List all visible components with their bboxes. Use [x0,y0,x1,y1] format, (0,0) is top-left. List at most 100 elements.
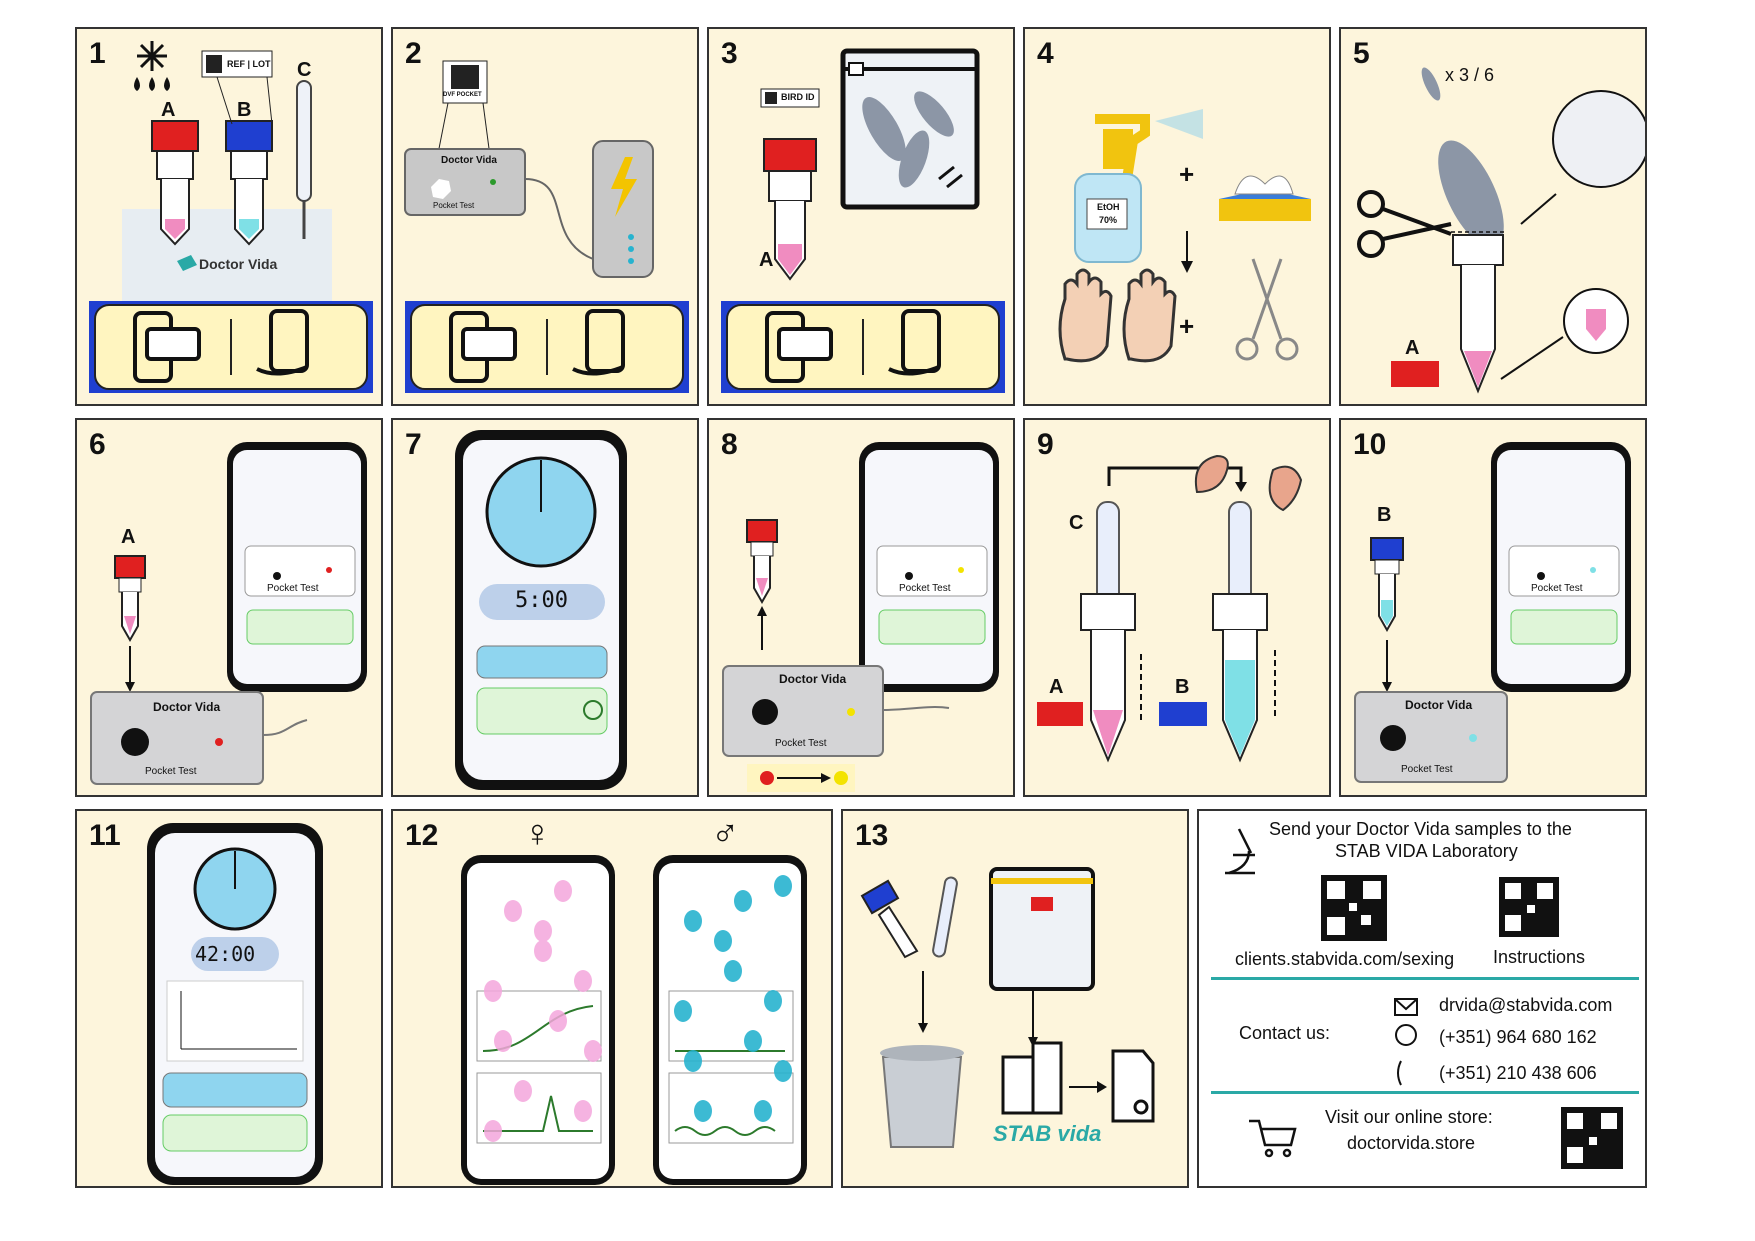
step-7-illustration [455,430,627,790]
step-10-panel: 10 B Doctor Vida Pocket Test Pocket Test [1339,418,1647,797]
qr-caption: clients.stabvida.com/sexing [1235,949,1455,969]
step-2-panel: 2 DVF POCKET Doctor Vida Pocket Test [391,27,699,406]
label-b: B [237,99,252,121]
dvf-pocket-tag: DVF POCKET [443,92,482,98]
keyboard-phone-icon [133,311,201,383]
plus-sign: + [1179,311,1195,341]
divider [1211,977,1639,980]
step-number: 10 [1353,428,1387,461]
device-brand: Doctor Vida [779,672,847,686]
device-brand: Doctor Vida [1405,698,1473,712]
step-number: 12 [405,819,439,852]
contact-info-panel: Send your Doctor Vida samples to the STA… [1197,809,1647,1188]
snowflake-icon [137,41,167,71]
screen-label: Pocket Test [1531,583,1583,594]
scissors-icon [1357,190,1452,258]
device-label: Pocket Test [145,766,197,777]
pocket-device [404,148,526,216]
building-icon [1001,1041,1063,1115]
ref-lot-tag: REF | LOT [227,59,271,69]
bottle-label: 70% [1099,215,1118,225]
step-number: 4 [1037,37,1054,70]
tube-stand [122,209,332,309]
feather-icon [1438,140,1504,248]
store-label: Visit our online store: [1325,1107,1493,1127]
step-9-illustration [1037,454,1303,763]
step-number: 9 [1037,428,1054,461]
qr-scan-phone-icon [572,309,625,376]
feather-icon [1421,67,1441,101]
screen-label: Pocket Test [899,583,951,594]
red-label-a [1391,361,1439,387]
step-8-panel: 8 Doctor Vida Pocket Test Pocket Test [707,418,1015,797]
bird-id-tag: BIRD ID [781,92,815,102]
zip-bag-with-feathers [840,48,980,210]
back-to-menu-button [162,1072,308,1108]
step-number: 2 [405,37,422,70]
contact-label: Contact us: [1239,1023,1331,1043]
male-symbol: ♂ [711,813,740,855]
shopping-cart-icon [1249,1119,1297,1158]
timer-display: 42:00 [195,942,256,966]
info-icons [1225,828,1623,1169]
device-brand: Doctor Vida [441,155,497,166]
email-icon [1394,998,1418,1016]
device-label: Pocket Test [433,201,475,210]
phone-icon [1397,1060,1402,1086]
zip-bag-icon [989,867,1095,991]
step-12-panel: 12 ♀ ♂ [391,809,833,1188]
qr-scan-phone-icon [888,309,941,376]
lightning-icon [611,157,637,217]
info-header: Send your Doctor Vida samples to the [1269,819,1572,839]
step-1-illustration [89,41,373,393]
label-a: A [1049,676,1064,698]
step-4-illustration [1058,109,1311,363]
qr-code-icon [1561,1107,1623,1169]
step-7-panel: 7 5:00 [391,418,699,797]
step-number: 3 [721,37,738,70]
finger-icon [1268,465,1303,512]
email-address[interactable]: drvida@stabvida.com [1439,995,1613,1015]
step-2-illustration [404,60,689,393]
scissors-icon [1235,258,1299,361]
whatsapp-icon [1395,1024,1417,1046]
step-number: 11 [89,819,121,852]
store-url[interactable]: doctorvida.store [1347,1133,1476,1153]
qr-code-icon [1321,875,1387,941]
phone-number[interactable]: (+351) 210 438 606 [1439,1063,1597,1083]
bottle-label: EtOH [1097,202,1120,212]
step-5-illustration [1357,67,1645,394]
multiplier: x 3 / 6 [1445,65,1495,85]
back-to-menu-button [476,645,608,679]
label-c: C [297,59,312,81]
plus-sign: + [1179,159,1195,189]
step-11-panel: 11 42:00 [75,809,383,1188]
cyan-balloons [674,875,792,1122]
power-bank [592,140,654,278]
step-5-panel: 5 x 3 / 6 A [1339,27,1647,406]
microscope-icon [1225,828,1255,875]
step-number: 13 [855,819,889,852]
label-b: B [1377,504,1392,526]
device-label: Pocket Test [1401,764,1453,775]
certificate-icon [1111,1049,1155,1123]
label-a: A [759,249,774,271]
brand-name: Doctor Vida [199,256,278,272]
step-number: 5 [1353,37,1370,70]
step-number: 8 [721,428,738,461]
divider [1211,1091,1639,1094]
qr-caption: Instructions [1493,947,1586,967]
keyboard-phone-icon [449,311,517,383]
finger-icon [1195,454,1229,494]
red-led-icon [760,771,774,785]
drops-icon [134,77,170,91]
amplification-chart [166,980,304,1062]
whatsapp-number[interactable]: (+351) 964 680 162 [1439,1027,1597,1047]
step-number: 6 [89,428,106,461]
step-6-panel: 6 A Doctor Vida Pocket Test Pocket Test [75,418,383,797]
step-3-panel: 3 BIRD ID A [707,27,1015,406]
tissue-box-icon [1219,175,1311,221]
pink-balloons [484,880,602,1142]
step-10-illustration [1354,442,1631,783]
label-b: B [1175,676,1190,698]
